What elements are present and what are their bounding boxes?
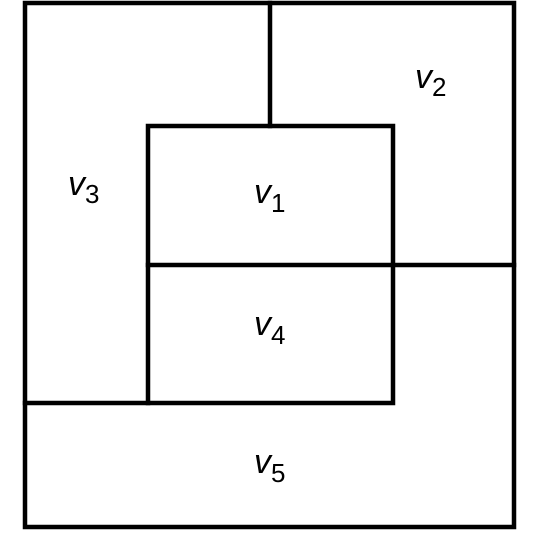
region-label-v5: v5 xyxy=(254,443,285,488)
region-label-v1: v1 xyxy=(254,173,285,218)
region-label-v2: v2 xyxy=(415,58,446,102)
region-label-v4: v4 xyxy=(254,305,285,350)
region-label-v3: v3 xyxy=(68,165,99,209)
